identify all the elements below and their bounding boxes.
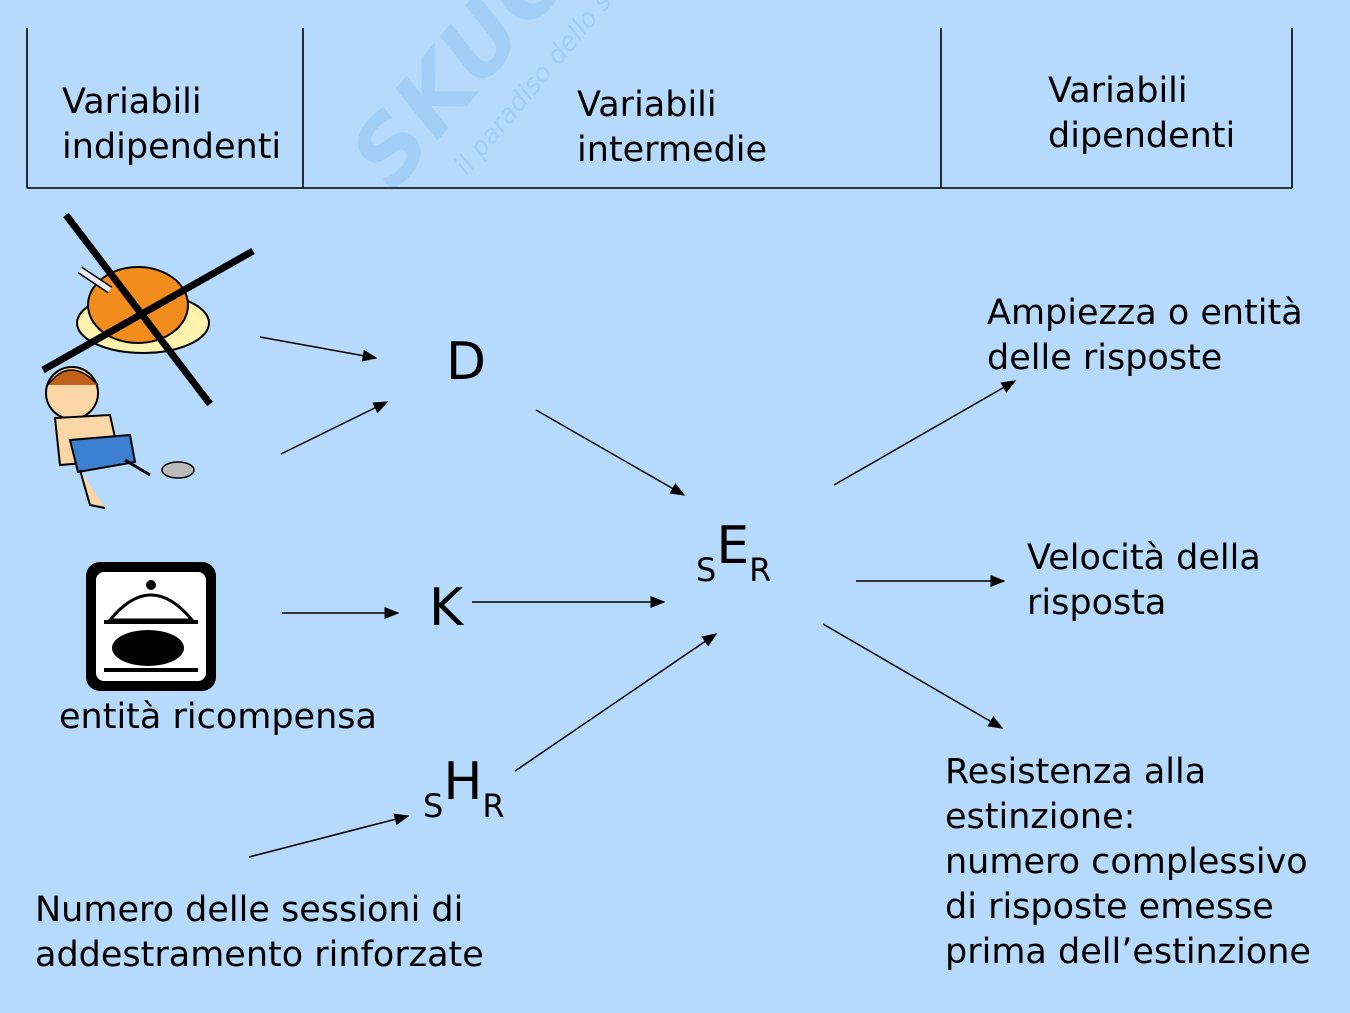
header-dependent-variables: Variabili dipendenti — [1048, 69, 1235, 159]
output-resistance: Resistenza alla estinzione: numero compl… — [945, 750, 1311, 975]
node-d: D — [446, 332, 487, 392]
arrows — [248, 336, 1017, 858]
header-line: Variabili — [62, 82, 202, 122]
sessions-label: Numero delle sessioni di addestramento r… — [35, 888, 484, 978]
text-line: delle risposte — [987, 338, 1223, 378]
node-e: E — [716, 516, 750, 576]
scared-boy-crab-icon — [45, 366, 195, 509]
subscript-r: R — [482, 787, 505, 825]
header-line: Variabili — [1048, 71, 1188, 111]
header-independent-variables: Variabili indipendenti — [62, 80, 281, 170]
header-intermediate-variables: Variabili intermedie — [577, 83, 767, 173]
text-line: estinzione: — [945, 797, 1136, 837]
node-h: H — [443, 752, 483, 812]
node-ser: SER — [696, 520, 772, 596]
text-line: prima dell’estinzione — [945, 932, 1311, 972]
subscript-s: S — [696, 551, 717, 589]
subscript-r: R — [749, 551, 772, 589]
header-table — [26, 28, 1293, 189]
text-line: risposta — [1027, 583, 1167, 623]
node-k: K — [429, 578, 464, 638]
reward-label: entità ricompensa — [59, 697, 377, 737]
text-line: Velocità della — [1027, 538, 1261, 578]
node-shr: SHR — [423, 756, 505, 832]
text-line: di risposte emesse — [945, 887, 1274, 927]
header-line: indipendenti — [62, 127, 282, 167]
text-line: Ampiezza o entità — [987, 293, 1303, 333]
text-line: Resistenza alla — [945, 752, 1207, 792]
header-line: Variabili — [577, 85, 717, 125]
header-line: intermedie — [577, 130, 768, 170]
subscript-s: S — [423, 787, 444, 825]
text-line: Numero delle sessioni di — [35, 890, 464, 930]
output-speed: Velocità della risposta — [1027, 536, 1261, 626]
output-amplitude: Ampiezza o entità delle risposte — [987, 291, 1303, 381]
covered-dish-chicken-icon — [86, 562, 216, 691]
header-line: dipendenti — [1048, 116, 1236, 156]
crossed-out-chicken-icon — [41, 212, 255, 407]
text-line: addestramento rinforzate — [35, 935, 484, 975]
text-line: numero complessivo — [945, 842, 1308, 882]
